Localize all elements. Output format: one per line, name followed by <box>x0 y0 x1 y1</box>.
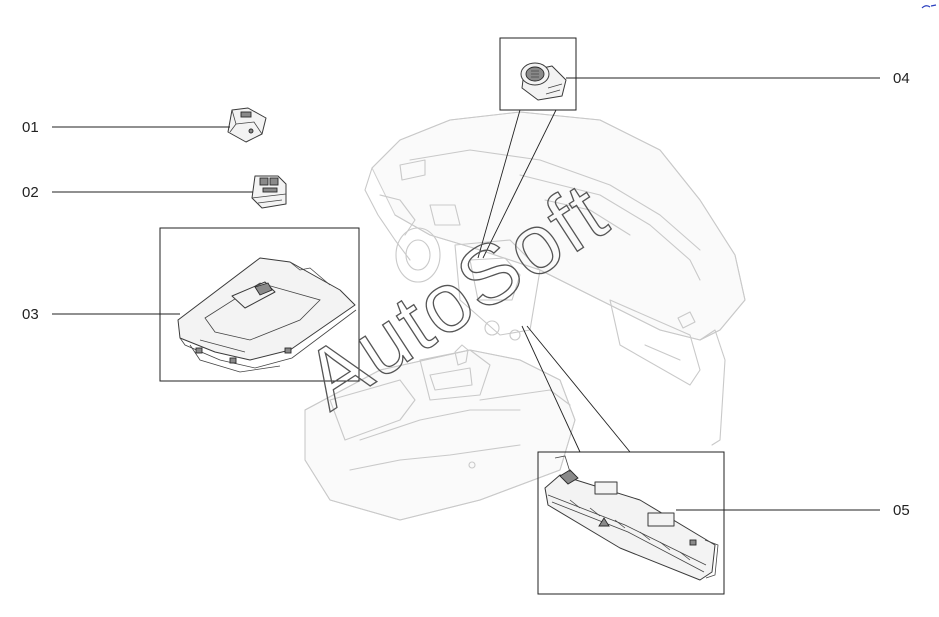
part-02-switch-block <box>251 175 287 209</box>
callout-label-03: 03 <box>22 306 39 323</box>
callout-label-01: 01 <box>22 119 39 136</box>
detail-frame-03 <box>159 227 360 382</box>
part-05-switch-panel <box>544 455 719 581</box>
connector-05-a <box>521 325 581 453</box>
detail-frame-04 <box>499 37 577 111</box>
dashboard-outline <box>304 111 746 521</box>
callout-label-04: 04 <box>893 70 910 87</box>
connector-05-b <box>526 325 631 453</box>
connector-04-a <box>477 109 521 259</box>
part-04-start-button <box>520 62 567 101</box>
connector-04-b <box>482 109 557 259</box>
part-01-switch <box>227 107 267 143</box>
part-03-console-trim <box>177 257 357 373</box>
brand-mark-icon <box>921 4 937 9</box>
callout-label-02: 02 <box>22 184 39 201</box>
detail-frame-05 <box>537 451 725 595</box>
callout-label-05: 05 <box>893 502 910 519</box>
